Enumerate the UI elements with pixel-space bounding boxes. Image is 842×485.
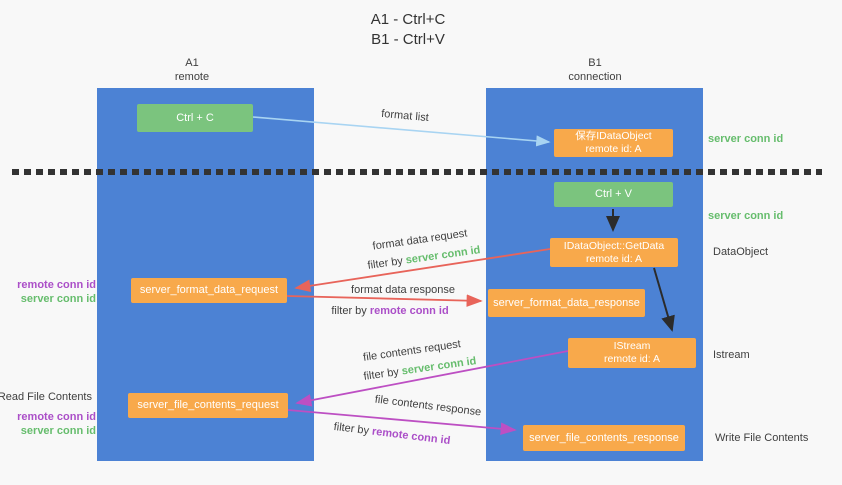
node-save-idataobject-line2: remote id: A — [585, 143, 642, 155]
node-ctrl-c: Ctrl + C — [137, 104, 253, 132]
node-ctrl-c-label: Ctrl + C — [176, 111, 214, 124]
annotation-server-conn-id-left-bottom: server conn id — [20, 425, 96, 437]
dotted-divider-line — [12, 169, 822, 175]
annotation-remote-conn-id-bottom: remote conn id — [17, 411, 96, 423]
filter-by-text: filter by — [362, 365, 403, 383]
format-list-label: format list — [380, 107, 430, 125]
node-server-format-data-request-label: server_format_data_request — [139, 284, 279, 296]
filter-by-text: filter by — [333, 420, 373, 438]
annotation-istream: Istream — [713, 349, 750, 361]
lane-b1-title: B1 — [588, 57, 602, 69]
server-conn-id-text: server conn id — [400, 355, 478, 378]
remote-conn-id-text: remote conn id — [369, 305, 449, 317]
format-data-response-filter-label: filter by remote conn id — [331, 305, 448, 317]
annotation-dataobject: DataObject — [713, 246, 769, 258]
node-istream-line2: remote id: A — [603, 353, 661, 365]
node-server-file-contents-request: server_file_contents_request — [128, 393, 288, 418]
node-server-file-contents-response-label: server_file_contents_response — [529, 431, 679, 444]
annotation-server-conn-id-mid: server conn id — [708, 210, 784, 222]
node-istream-line1: IStream — [613, 340, 651, 352]
filter-by-text: filter by — [366, 254, 407, 272]
annotation-server-conn-id-top: server conn id — [708, 133, 784, 145]
node-idataobject-getdata: IDataObject::GetData remote id: A — [550, 238, 678, 267]
server-conn-id-text: server conn id — [404, 244, 482, 267]
file-contents-response-label: file contents response — [374, 393, 482, 419]
annotation-server-conn-id-left-top: server conn id — [20, 293, 96, 305]
remote-conn-id-text: remote conn id — [371, 425, 451, 448]
node-idataobject-getdata-line2: remote id: A — [585, 252, 643, 265]
node-server-file-contents-request-label: server_file_contents_request — [137, 399, 279, 411]
file-contents-response-filter-label: filter by remote conn id — [333, 421, 451, 447]
lane-header-b1: B1 connection — [535, 56, 655, 84]
node-ctrl-v: Ctrl + V — [554, 182, 673, 207]
annotation-write-file-contents: Write File Contents — [715, 432, 809, 444]
filter-by-text: filter by — [331, 305, 370, 317]
node-server-format-data-response: server_format_data_response — [488, 289, 645, 317]
annotation-remote-conn-id-top: remote conn id — [17, 279, 96, 291]
node-istream: IStream remote id: A — [568, 338, 696, 368]
node-save-idataobject: 保存IDataObject remote id: A — [554, 129, 673, 157]
lane-a1-subtitle: remote — [174, 71, 210, 83]
format-data-response-arrow — [286, 294, 483, 307]
node-idataobject-getdata-line1: IDataObject::GetData — [563, 239, 665, 252]
node-server-format-data-request: server_format_data_request — [131, 278, 287, 303]
node-server-format-data-response-label: server_format_data_response — [493, 296, 640, 309]
format-data-response-label: format data response — [351, 284, 455, 296]
annotation-read-file-contents: Read File Contents — [0, 391, 92, 403]
node-save-idataobject-line1: 保存IDataObject — [575, 130, 652, 142]
diagram-title-line2: B1 - Ctrl+V — [371, 31, 445, 48]
diagram-title-line1: A1 - Ctrl+C — [370, 11, 446, 28]
diagram-title: A1 - Ctrl+C B1 - Ctrl+V — [0, 10, 816, 50]
lane-b1-subtitle: connection — [568, 71, 622, 83]
lane-header-a1: A1 remote — [132, 56, 252, 84]
node-ctrl-v-label: Ctrl + V — [595, 188, 632, 200]
lane-a1-title: A1 — [185, 57, 199, 69]
node-server-file-contents-response: server_file_contents_response — [523, 425, 685, 451]
